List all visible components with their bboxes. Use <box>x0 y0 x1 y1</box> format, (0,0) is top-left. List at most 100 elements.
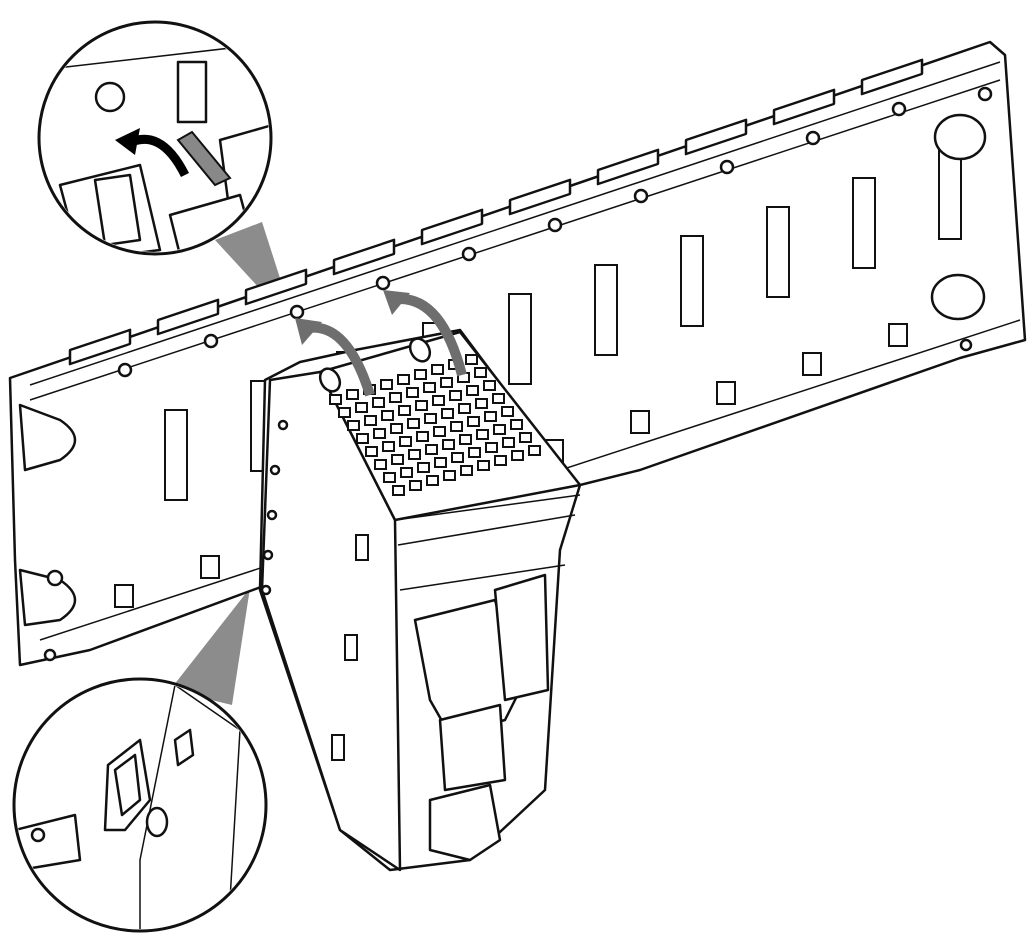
terminal-cell <box>441 408 454 419</box>
terminal-cell <box>398 405 411 416</box>
terminal-cell <box>416 431 429 442</box>
terminal-cell <box>346 389 359 400</box>
terminal-cell <box>372 397 385 408</box>
terminal-cell <box>484 411 497 422</box>
arrow-head-icon <box>383 290 410 315</box>
terminal-cell <box>431 364 444 375</box>
module <box>258 328 582 872</box>
terminal-cell <box>383 472 396 483</box>
terminal-cell <box>501 406 514 417</box>
terminal-cell <box>442 439 455 450</box>
rotation-arrows <box>295 290 467 397</box>
backplane-connector-slot <box>164 409 188 501</box>
terminal-cell <box>494 455 507 466</box>
locking-slot <box>888 323 908 347</box>
terminal-cell <box>440 377 453 388</box>
locking-slot <box>802 352 822 376</box>
arrow-head-icon <box>115 128 140 155</box>
terminal-cell <box>389 392 402 403</box>
terminal-cell <box>356 433 369 444</box>
rack-tab <box>156 298 220 336</box>
terminal-cell <box>451 452 464 463</box>
terminal-cell <box>392 485 405 496</box>
terminal-cell <box>467 416 480 427</box>
terminal-cell <box>519 432 532 443</box>
terminal-cell <box>460 465 473 476</box>
rack-tab <box>596 148 660 186</box>
terminal-cell <box>483 380 496 391</box>
terminal-cell <box>468 447 481 458</box>
terminal-cell <box>458 403 471 414</box>
backplane-connector-slot <box>938 148 962 240</box>
mounting-hole <box>375 275 391 291</box>
terminal-cell <box>423 382 436 393</box>
mounting-hole <box>461 246 477 262</box>
rack-tab <box>68 328 132 366</box>
terminal-cell <box>510 419 523 430</box>
terminal-cell <box>493 424 506 435</box>
rack-tab <box>244 268 308 306</box>
terminal-cell <box>475 398 488 409</box>
terminal-cell <box>450 421 463 432</box>
terminal-cell <box>347 420 360 431</box>
arrow-head-icon <box>295 318 322 345</box>
mounting-hole <box>289 304 305 320</box>
terminal-cell <box>397 374 410 385</box>
rack-tab <box>332 238 396 276</box>
terminal-cell <box>502 437 515 448</box>
terminal-cell <box>449 390 462 401</box>
terminal-cell <box>391 454 404 465</box>
terminal-cell <box>426 475 439 486</box>
terminal-cell <box>409 480 422 491</box>
terminal-cell <box>417 462 430 473</box>
locking-slot <box>716 381 736 405</box>
mounting-hole <box>805 130 821 146</box>
terminal-cell <box>355 402 368 413</box>
mounting-hole <box>203 333 219 349</box>
terminal-cell <box>381 410 394 421</box>
terminal-cell <box>399 436 412 447</box>
terminal-cell <box>434 457 447 468</box>
locking-slot <box>630 410 650 434</box>
backplane-connector-slot <box>852 177 876 269</box>
terminal-cell <box>406 387 419 398</box>
rack-tab <box>508 178 572 216</box>
terminal-cell <box>492 393 505 404</box>
terminal-cell <box>382 441 395 452</box>
mounting-hole <box>633 188 649 204</box>
terminal-cell <box>511 450 524 461</box>
terminal-cell <box>432 395 445 406</box>
terminal-cell <box>433 426 446 437</box>
terminal-cell <box>424 413 437 424</box>
terminal-cell <box>380 379 393 390</box>
terminal-cell <box>414 369 427 380</box>
terminal-cell <box>415 400 428 411</box>
bottom-callout-wedge <box>170 588 250 705</box>
backplane-connector-slot <box>680 235 704 327</box>
terminal-cell <box>365 446 378 457</box>
terminal-cell <box>374 459 387 470</box>
terminal-cell <box>459 434 472 445</box>
terminal-cell <box>476 429 489 440</box>
locking-slot <box>114 584 134 608</box>
terminal-cell <box>338 407 351 418</box>
rack-tab <box>684 118 748 156</box>
rack-tab <box>420 208 484 246</box>
terminal-cell <box>443 470 456 481</box>
mounting-hole <box>891 101 907 117</box>
locking-slot <box>200 555 220 579</box>
mounting-hole <box>547 217 563 233</box>
terminal-cell <box>407 418 420 429</box>
terminal-cell <box>528 445 541 456</box>
terminal-cell <box>465 354 478 365</box>
backplane-connector-slot <box>594 264 618 356</box>
mounting-hole <box>719 159 735 175</box>
terminal-cell <box>425 444 438 455</box>
terminal-cell <box>408 449 421 460</box>
terminal-cell <box>400 467 413 478</box>
mounting-hole <box>117 362 133 378</box>
terminal-cell <box>466 385 479 396</box>
terminal-cell <box>390 423 403 434</box>
terminal-cell <box>474 367 487 378</box>
